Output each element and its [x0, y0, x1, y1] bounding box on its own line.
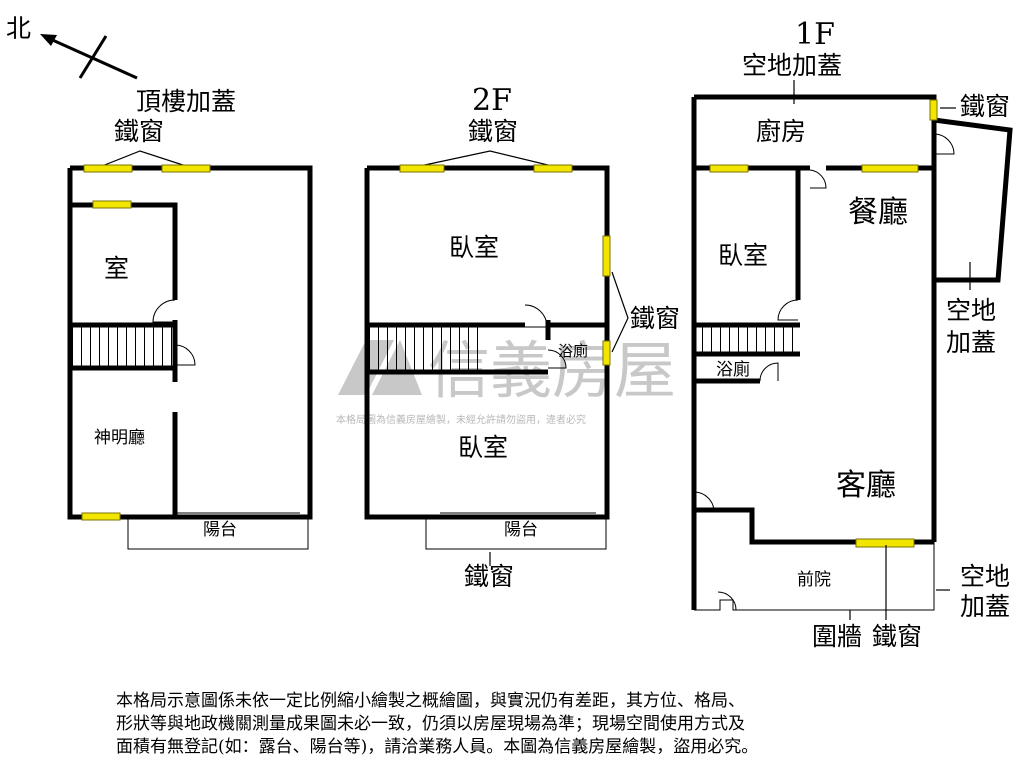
roof-balcony-label: 陽台 [203, 520, 237, 540]
empty-lot-addon-right-1: 空地 [946, 296, 996, 325]
front-yard-label: 前院 [797, 570, 831, 590]
arrow-head-icon [40, 34, 57, 46]
leader-line [419, 150, 553, 167]
balcony-outline [127, 516, 309, 550]
door-swing-icon [524, 304, 548, 328]
floor1-iron-window-bottom: 鐵窗 [872, 622, 922, 651]
empty-lot-addon-outline [931, 117, 1013, 283]
floor2-bedroom-top-label: 臥室 [449, 233, 499, 262]
floor2-balcony-label: 陽台 [504, 520, 538, 540]
leader-line [101, 150, 187, 167]
compass-cross-line [78, 35, 108, 79]
empty-lot-addon-top: 空地加蓋 [742, 51, 842, 80]
floor1-plan: 1F 空地加蓋 [691, 17, 1013, 651]
roof-windows [81, 164, 211, 521]
leader-line [611, 271, 629, 353]
floor1-windows [709, 99, 938, 548]
balcony-outline [425, 516, 607, 550]
floor2-title: 2F [472, 83, 512, 118]
door-swing-icon [152, 299, 176, 323]
empty-lot-addon-right-2: 加蓋 [946, 328, 996, 357]
floor1-walls [691, 94, 937, 610]
disclaimer-line: 本格局示意圖係未依一定比例縮小繪製之概繪圖，與實況仍有差距，其方位、格局、 [116, 691, 745, 711]
floor2-iron-window-top: 鐵窗 [468, 117, 518, 146]
roof-iron-window-label: 鐵窗 [114, 117, 164, 146]
stairs [369, 327, 479, 370]
floor1-title: 1F [795, 17, 835, 52]
floor1-bathroom-label: 浴廁 [716, 359, 750, 380]
door-swing-icon [809, 169, 827, 189]
floor1-bedroom-label: 臥室 [718, 241, 768, 270]
kitchen-label: 廚房 [756, 117, 806, 146]
floor2-walls [364, 165, 610, 520]
shrine-hall-label: 神明廳 [94, 428, 145, 448]
living-room-label: 客廳 [836, 468, 896, 503]
roof-floor-plan: 頂樓加蓋 鐵窗 室 神明廳 陽台 [67, 87, 313, 550]
floor2-plan: 2F 鐵窗 臥室 鐵窗 浴廁 臥室 陽台 鐵窗 [364, 83, 680, 591]
north-label: 北 [6, 14, 31, 43]
floor2-iron-window-side: 鐵窗 [630, 304, 680, 333]
door-swing-icon [933, 133, 955, 155]
floor2-iron-window-bottom: 鐵窗 [464, 562, 514, 591]
north-compass: 北 [6, 14, 138, 80]
stairs [696, 327, 796, 352]
dining-label: 餐廳 [848, 195, 908, 230]
disclaimer-line: 面積有無登記(如：露台、陽台等)，請洽業務人員。本圖為信義房屋繪製，盜用必究。 [116, 737, 759, 757]
gate-swing-icon [717, 591, 737, 611]
door-swing-icon [693, 491, 715, 513]
door-swing-icon [759, 362, 779, 382]
floor2-bedroom-bottom-label: 臥室 [458, 433, 508, 462]
roof-title: 頂樓加蓋 [136, 87, 236, 116]
door-swing-icon [174, 344, 196, 366]
floor2-bathroom-label: 浴廁 [558, 342, 588, 360]
watermark-notice: 本格局圖為信義房屋繪製，未經允許請勿盜用，違者必究 [336, 413, 586, 426]
disclaimer-text: 本格局示意圖係未依一定比例縮小繪製之概繪圖，與實況仍有差距，其方位、格局、 形狀… [116, 690, 926, 759]
door-swing-icon [777, 299, 799, 321]
roof-room-label: 室 [104, 254, 129, 283]
disclaimer-line: 形狀等與地政機關測量成果圖未必一致，仍須以房屋現場為準；現場空間使用方式及 [116, 714, 745, 734]
door-swing-icon [547, 349, 567, 369]
floor2-windows [399, 164, 611, 366]
floor1-iron-window-right: 鐵窗 [960, 92, 1010, 121]
empty-lot-addon-bottom-1: 空地 [960, 562, 1010, 591]
empty-lot-addon-bottom-2: 加蓋 [960, 592, 1010, 621]
wall-label: 圍牆 [812, 622, 862, 651]
stairs [72, 327, 172, 366]
